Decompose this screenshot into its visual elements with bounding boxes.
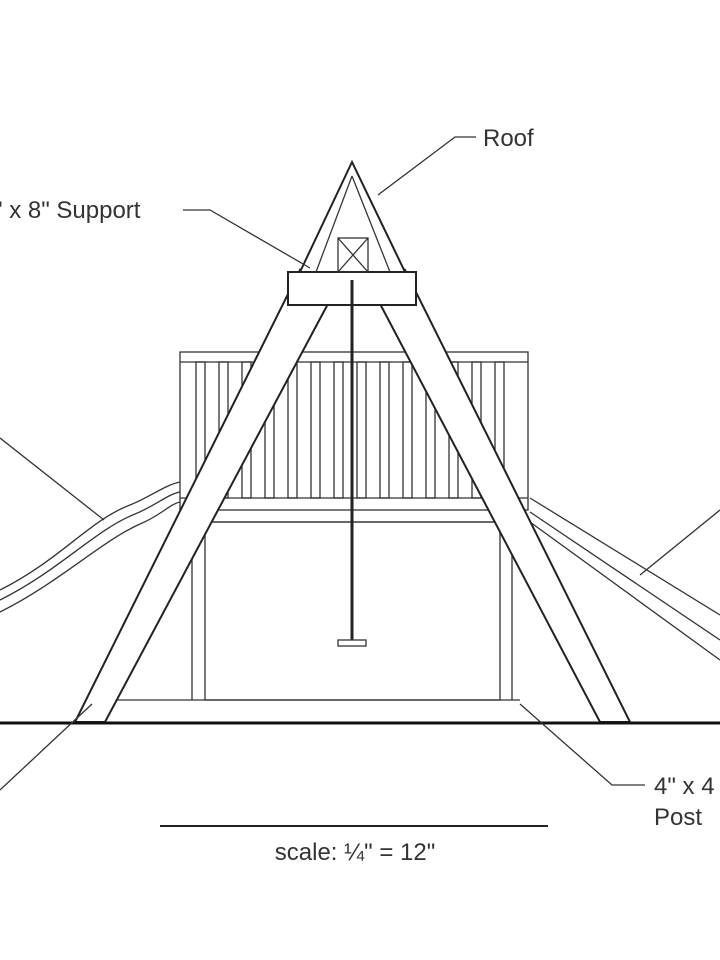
swing [337, 280, 367, 647]
scale-label: scale: ¼" = 12" [275, 839, 435, 866]
support-label: " x 8" Support [0, 197, 141, 224]
baluster [333, 361, 344, 499]
baluster [356, 361, 367, 499]
ramp [529, 497, 720, 661]
baluster [379, 361, 390, 499]
roof-label: Roof [483, 125, 534, 152]
baluster [310, 361, 321, 499]
slide [0, 481, 181, 613]
roof [298, 159, 407, 273]
baluster [287, 361, 298, 499]
leader-lines [0, 136, 720, 791]
baluster [402, 361, 413, 499]
post-label-line2: Post [654, 804, 702, 831]
post-label-line1: 4" x 4 [654, 773, 715, 800]
